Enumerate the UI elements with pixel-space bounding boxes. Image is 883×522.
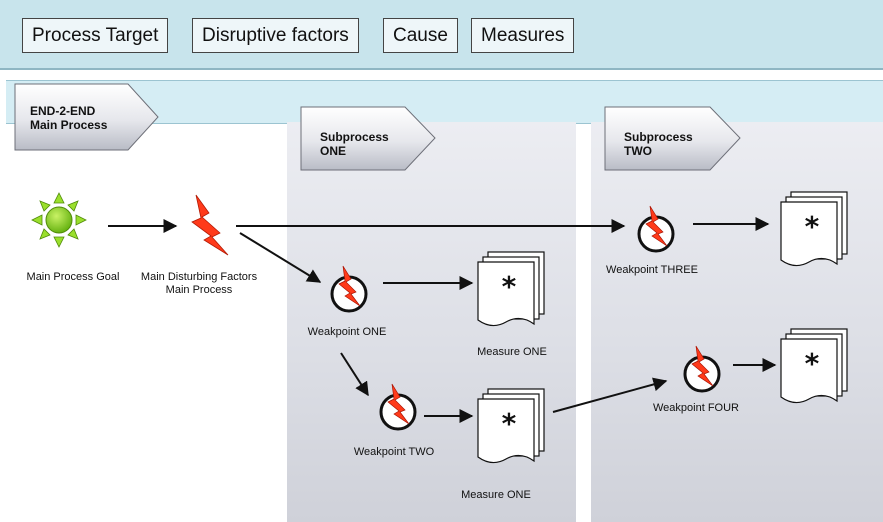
connector-arrows: [108, 217, 777, 423]
main-process-title-line1: END-2-END: [30, 104, 96, 118]
sun-icon: [31, 192, 87, 248]
svg-text:*: *: [502, 270, 517, 303]
weakpoint-one-label: Weakpoint ONE: [307, 326, 387, 338]
subprocess-one-title: Subprocess ONE: [320, 130, 389, 158]
weakpoint-three-icon: [637, 204, 675, 253]
main-process-title: END-2-END Main Process: [30, 104, 107, 132]
weakpoint-four-icon: [683, 344, 721, 393]
document-stack-icon: *: [780, 191, 848, 267]
weakpoint-three-label: Weakpoint THREE: [606, 264, 698, 276]
document-stack-icon: *: [477, 251, 545, 327]
subprocess-two-title-line1: Subprocess: [624, 130, 693, 144]
tab-cause[interactable]: Cause: [383, 18, 458, 53]
main-disturbing-factors-label: Main Disturbing Factors Main Process: [141, 271, 257, 297]
subprocess-one-title-line2: ONE: [320, 144, 347, 158]
main-disturbing-factors-line1: Main Disturbing Factors: [140, 271, 258, 283]
svg-text:*: *: [805, 347, 820, 380]
toolbar: Process Target Disruptive factors Cause …: [0, 0, 883, 70]
subprocess-two-column: [591, 122, 883, 522]
main-process-title-line2: Main Process: [30, 118, 108, 132]
weakpoint-two-label: Weakpoint TWO: [353, 446, 435, 458]
measure-one-label: Measure ONE: [477, 346, 547, 358]
tab-measures[interactable]: Measures: [471, 18, 575, 53]
subprocess-two-title-line2: TWO: [624, 144, 652, 158]
svg-text:*: *: [502, 407, 517, 440]
tab-disruptive-factors[interactable]: Disruptive factors: [192, 18, 359, 53]
document-stack-icon: *: [477, 388, 545, 464]
svg-text:*: *: [805, 210, 820, 243]
document-stack-icon: *: [780, 328, 848, 404]
weakpoint-one-icon: [330, 264, 368, 313]
main-process-goal-label: Main Process Goal: [26, 271, 120, 283]
main-process-chevron: [14, 83, 159, 151]
lightning-icon: [191, 194, 229, 256]
subprocess-one-chevron: [300, 106, 436, 171]
subprocess-one-title-line1: Subprocess: [320, 130, 389, 144]
weakpoint-two-icon: [379, 382, 417, 431]
tab-process-target[interactable]: Process Target: [22, 18, 169, 53]
subprocess-two-chevron: [604, 106, 741, 171]
subprocess-two-title: Subprocess TWO: [624, 130, 693, 158]
main-disturbing-factors-line2: Main Process: [165, 284, 233, 296]
measure-one-second-label: Measure ONE: [461, 489, 531, 501]
weakpoint-four-label: Weakpoint FOUR: [653, 402, 739, 414]
